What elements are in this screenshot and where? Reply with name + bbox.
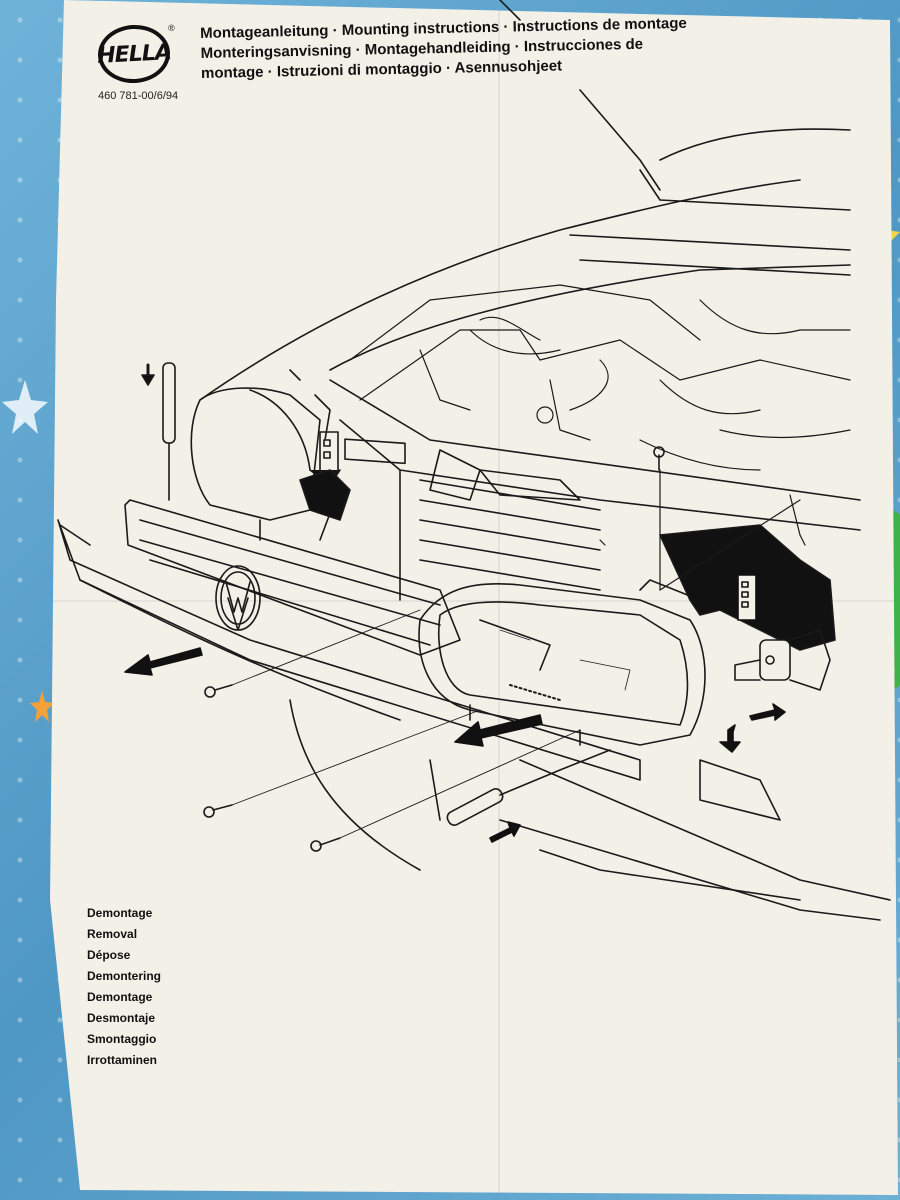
screw-icon-4: [653, 446, 665, 471]
front-bumper: [57, 519, 891, 921]
fold-line-horizontal: [50, 600, 898, 602]
removal-label-sv: Demontering: [87, 969, 162, 983]
removal-label-de: Demontage: [87, 906, 153, 920]
removal-label-it: Smontaggio: [87, 1032, 157, 1046]
removal-label-fi: Irrottaminen: [87, 1053, 158, 1067]
radiator-panel: [329, 379, 861, 601]
arrow-icon-center: [454, 714, 543, 747]
right-headlight: [418, 579, 706, 746]
vw-emblem-icon: [215, 565, 261, 631]
removal-label-list: Demontage Removal Dépose Demontering Dem…: [87, 903, 161, 1071]
wire-lines: [599, 469, 806, 591]
car-hood-outline: [199, 0, 851, 401]
screwdriver-icon-bottom: [446, 749, 611, 826]
removal-label-fr: Dépose: [87, 948, 131, 962]
arrow-icon-bulb: [719, 703, 786, 753]
removal-label-en: Removal: [87, 927, 138, 941]
screwdriver-icon-left: [141, 362, 176, 501]
left-headlight: [190, 369, 341, 541]
screw-icon-1: [204, 609, 421, 698]
front-grille: [124, 499, 461, 656]
engine-bay: [349, 284, 851, 471]
connector-icon-right: [737, 574, 757, 621]
removal-label-nl: Demontage: [87, 990, 153, 1004]
engine-shadow: [299, 469, 836, 651]
screw-icon-3: [310, 729, 581, 852]
screw-icon-2: [203, 709, 481, 818]
bulb-icon: [734, 629, 831, 691]
arrow-icon-left: [124, 647, 203, 676]
arrow-icon-bottom: [489, 821, 521, 843]
removal-label-es: Desmontaje: [87, 1011, 156, 1025]
document-number: 460 781-00/6/94: [98, 90, 179, 102]
star-decoration-icon-3: [30, 690, 54, 722]
star-decoration-icon-2: [2, 380, 48, 434]
fold-line-vertical: [498, 0, 500, 1195]
